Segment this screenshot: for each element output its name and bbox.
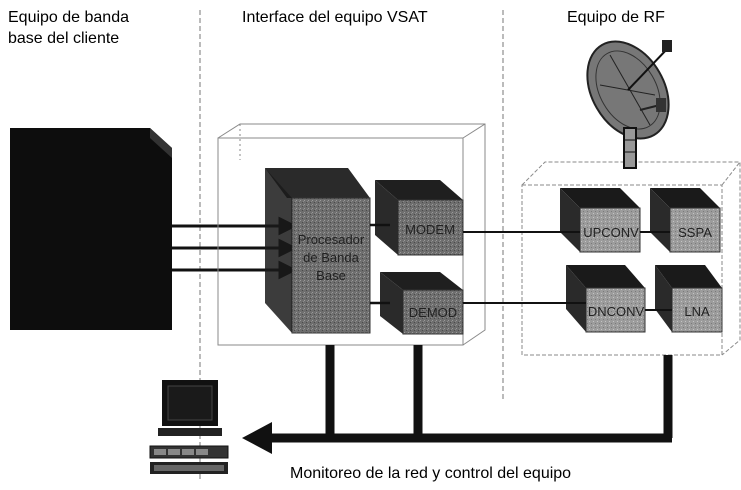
satellite-dish-icon [586,40,672,169]
internal-connectors [370,223,390,305]
rf-connections [463,231,672,311]
upconv-label: UPCONV [583,225,639,240]
header-client-line1: Equipo de banda [8,9,129,26]
header-vsat: Interface del equipo VSAT [242,9,428,26]
monitor-bus [242,345,673,454]
sspa-label: SSPA [678,225,712,240]
processor-label-3: Base [316,268,346,283]
demod-block: DEMOD [380,272,464,335]
lna-block: LNA [655,265,723,333]
upconv-block: UPCONV [560,188,641,253]
header-client-line2: base del cliente [8,30,119,47]
processor-label-1: Procesador [298,232,365,247]
lna-label: LNA [684,304,710,319]
modem-label: MODEM [405,222,455,237]
header-rf: Equipo de RF [567,9,665,26]
baseband-processor-block: Procesador de Banda Base [265,168,371,334]
dnconv-block: DNCONV [566,265,646,333]
demod-label: DEMOD [409,305,457,320]
computer-terminal-icon [149,380,229,474]
rf-enclosure [521,161,741,356]
monitor-label: Monitoreo de la red y control del equipo [290,465,571,482]
dnconv-label: DNCONV [588,304,645,319]
sspa-block: SSPA [650,188,721,253]
processor-label-2: de Banda [303,250,359,265]
modem-block: MODEM [375,180,464,256]
client-equipment-block [10,128,172,330]
